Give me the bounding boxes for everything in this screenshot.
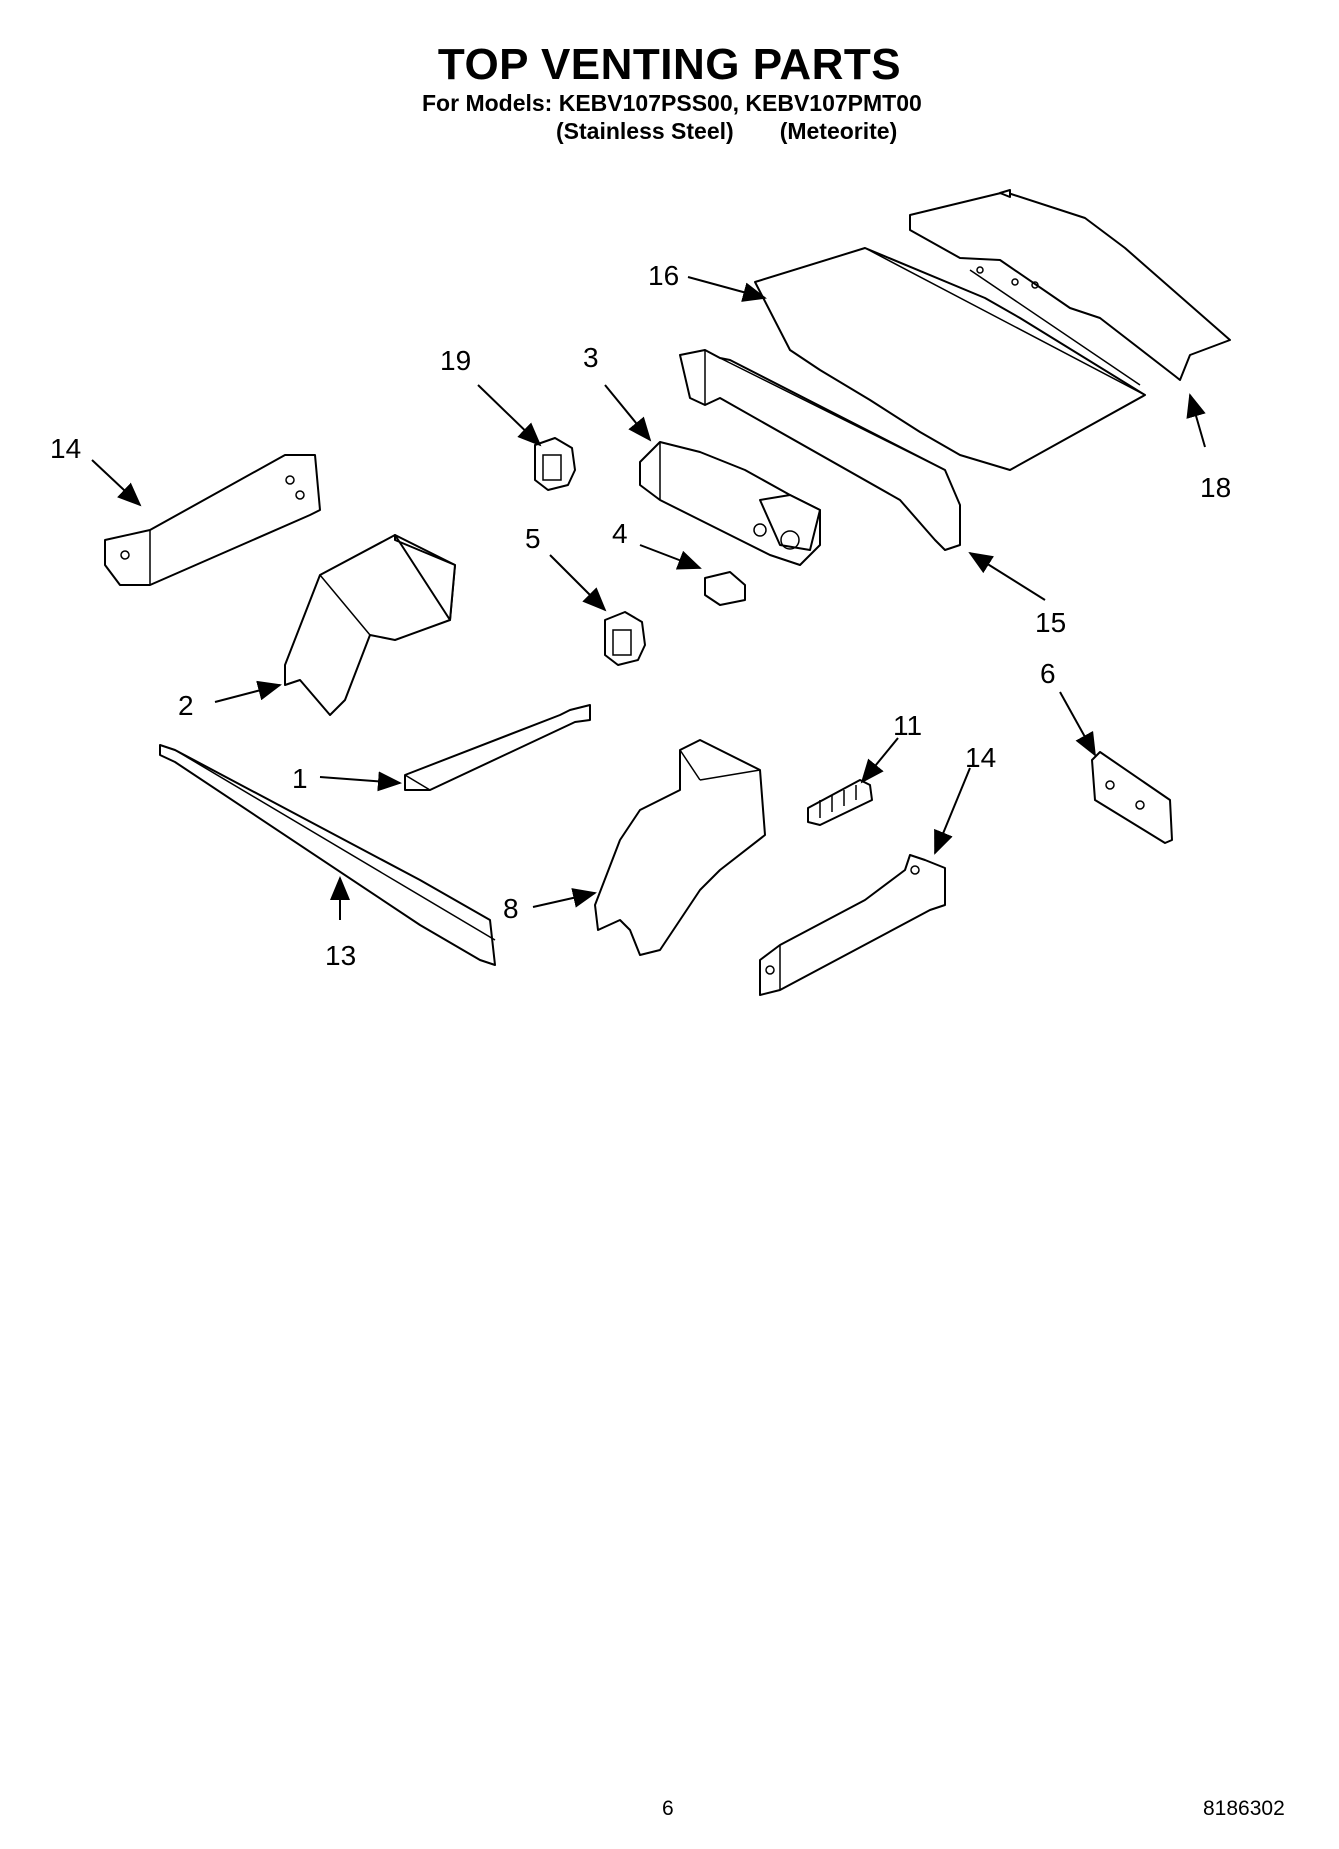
leader-11 [860, 737, 899, 784]
models-list: KEBV107PSS00, KEBV107PMT00 [558, 90, 922, 116]
leader-4 [639, 544, 702, 570]
leader-3 [604, 384, 652, 442]
callout-8: 8 [503, 893, 519, 924]
callout-18: 18 [1200, 472, 1231, 503]
leader-8 [532, 888, 597, 908]
part-13-rail [159, 744, 496, 966]
part-19-switch [534, 437, 576, 491]
finish-meteorite: (Meteorite) [779, 118, 898, 144]
part-3-vent-assembly [639, 441, 821, 566]
leader-lines [91, 276, 1206, 920]
callout-4: 4 [612, 518, 628, 549]
page-title: TOP VENTING PARTS [437, 40, 902, 89]
document-number: 8186302 [1203, 1797, 1285, 1820]
part-11-terminal-block [807, 779, 873, 826]
callout-11: 11 [893, 710, 922, 741]
callouts: 16 19 3 14 18 5 4 15 2 6 1 11 14 8 13 [50, 260, 1231, 971]
leader-18 [1186, 393, 1206, 448]
part-5-switch [604, 611, 646, 666]
leader-2 [214, 680, 282, 703]
callout-3: 3 [583, 342, 599, 373]
leader-19 [477, 384, 542, 447]
leader-6 [1059, 691, 1096, 757]
callout-5: 5 [525, 523, 541, 554]
callout-1: 1 [292, 763, 308, 794]
part-14-left-bracket [104, 454, 321, 586]
part-2-duct [284, 534, 456, 716]
part-1-strip [404, 704, 591, 791]
page-number: 6 [662, 1797, 674, 1820]
finish-stainless: (Stainless Steel) [556, 118, 734, 144]
finish-line: (Stainless Steel) (Meteorite) [556, 118, 943, 145]
callout-16: 16 [648, 260, 679, 291]
models-label: For Models: [422, 90, 553, 116]
part-16-deflector [754, 247, 1146, 471]
callout-2: 2 [178, 690, 194, 721]
leader-14-right [934, 767, 971, 855]
leader-5 [549, 554, 607, 612]
callout-14-left: 14 [50, 433, 81, 464]
callout-13: 13 [325, 940, 356, 971]
callout-6: 6 [1040, 658, 1056, 689]
leader-16 [687, 276, 767, 302]
part-14-right-bracket [759, 854, 946, 996]
leader-1 [319, 771, 402, 792]
callout-14-right: 14 [965, 742, 996, 773]
part-4-block [704, 571, 746, 606]
callout-19: 19 [440, 345, 471, 376]
part-18-cover-panel [909, 189, 1231, 381]
leader-14-left [91, 459, 142, 507]
part-15-perforated-channel [679, 349, 961, 551]
page-title-block: TOP VENTING PARTS [0, 40, 1339, 90]
part-8-shroud [594, 739, 766, 956]
models-line: For Models: KEBV107PSS00, KEBV107PMT00 [422, 90, 922, 117]
callout-15: 15 [1035, 607, 1066, 638]
part-6-plate [1091, 751, 1173, 844]
leader-15 [968, 551, 1046, 601]
